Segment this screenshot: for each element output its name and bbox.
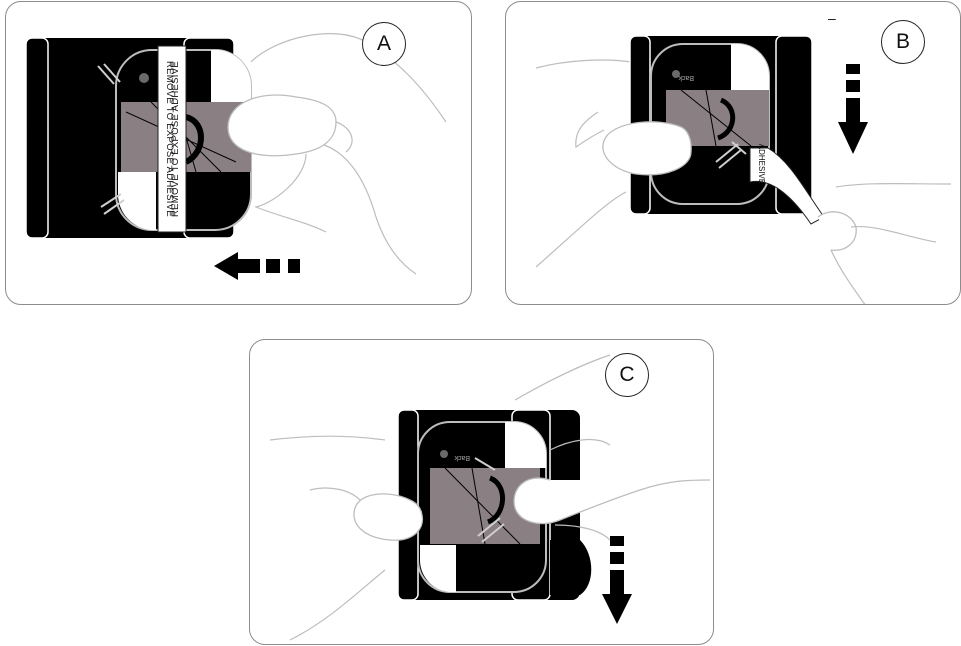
hand-outline [536,60,631,68]
stray-mark: – [828,10,836,26]
thumb [228,95,336,156]
adhesive-strip-text: REMOVE TO EXPOSE ADHESIVE [170,61,181,217]
finger [514,478,710,524]
step-label-badge: B [881,20,925,64]
sensor-back-text: Back [454,454,470,461]
adhesive-strip-text: ADHESIVE [757,144,766,184]
hand-outline [515,355,610,400]
direction-arrow-down [838,64,868,154]
step-label-badge: C [605,353,649,397]
sensor-back-text: Back [678,74,694,81]
panel-b: Back ADHESIVE – B [505,1,961,305]
panel-c: Back C [249,339,714,645]
panel-a: REMOVE TO EXPOSE ADHESIVE REMOVE TO EXPO… [5,1,472,305]
step-label-badge: A [362,22,406,66]
thumb [354,494,422,540]
thumb [603,122,691,175]
hand-outline [306,142,416,274]
direction-arrow-left [214,252,300,280]
direction-arrow-down [602,536,632,624]
